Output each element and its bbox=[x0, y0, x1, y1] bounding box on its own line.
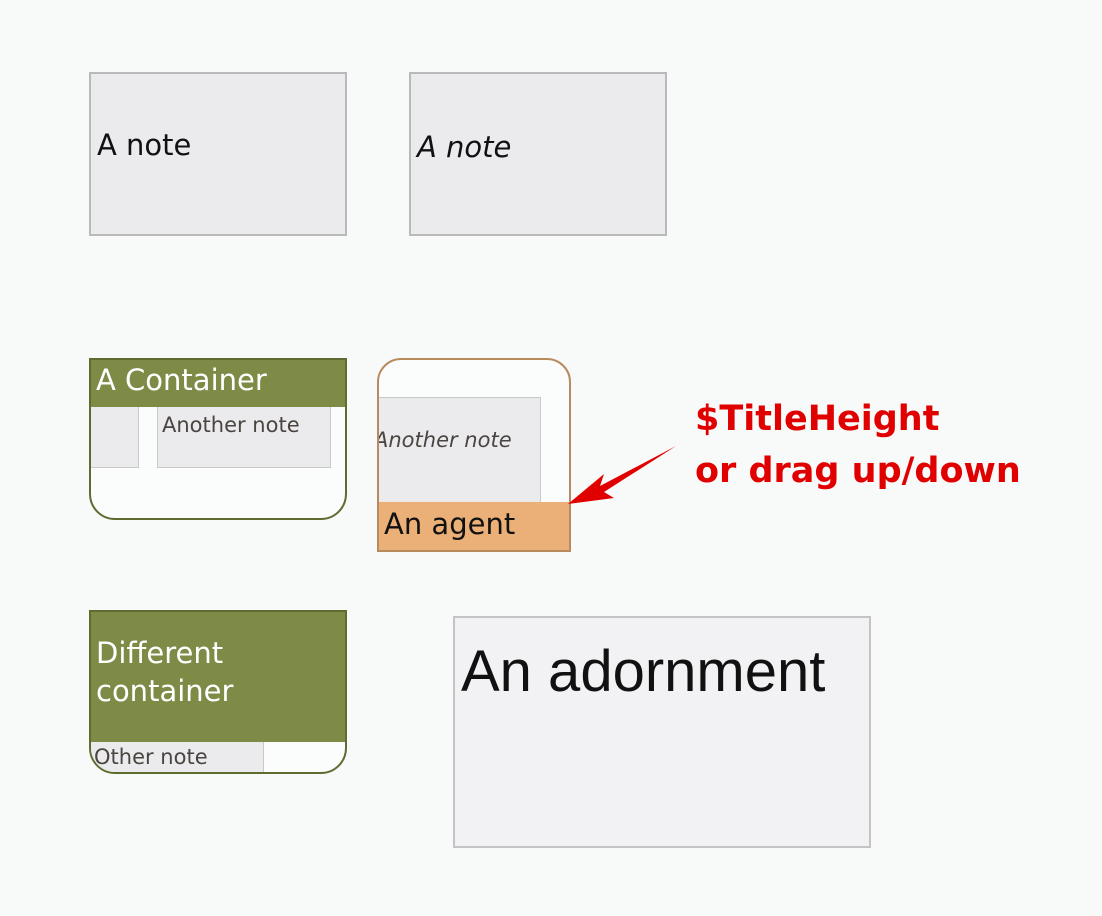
agent[interactable]: Another note An agent bbox=[377, 358, 571, 552]
note-italic[interactable]: A note bbox=[409, 72, 667, 236]
inner-note[interactable]: Other note bbox=[91, 740, 264, 772]
callout-text: $TitleHeight or drag up/down bbox=[695, 393, 1021, 497]
note[interactable]: A note bbox=[89, 72, 347, 236]
adornment[interactable]: An adornment bbox=[453, 616, 871, 848]
container-different[interactable]: Other note Different container bbox=[89, 610, 347, 774]
inner-note-label: Another note bbox=[162, 413, 300, 437]
note-label: A note bbox=[97, 128, 192, 162]
note-label: A note bbox=[417, 130, 512, 164]
container-title[interactable]: Different container bbox=[91, 612, 345, 742]
container[interactable]: Another note A Container bbox=[89, 358, 347, 520]
container-title[interactable]: A Container bbox=[91, 360, 345, 407]
callout-line1: $TitleHeight bbox=[695, 399, 940, 439]
inner-note-label: Another note bbox=[377, 428, 512, 452]
agent-title[interactable]: An agent bbox=[379, 502, 569, 550]
callout-line2: or drag up/down bbox=[695, 451, 1021, 491]
arrow-icon bbox=[568, 446, 676, 504]
inner-note[interactable]: Another note bbox=[377, 397, 541, 507]
inner-note-label: Other note bbox=[94, 745, 208, 769]
adornment-label: An adornment bbox=[461, 639, 826, 704]
